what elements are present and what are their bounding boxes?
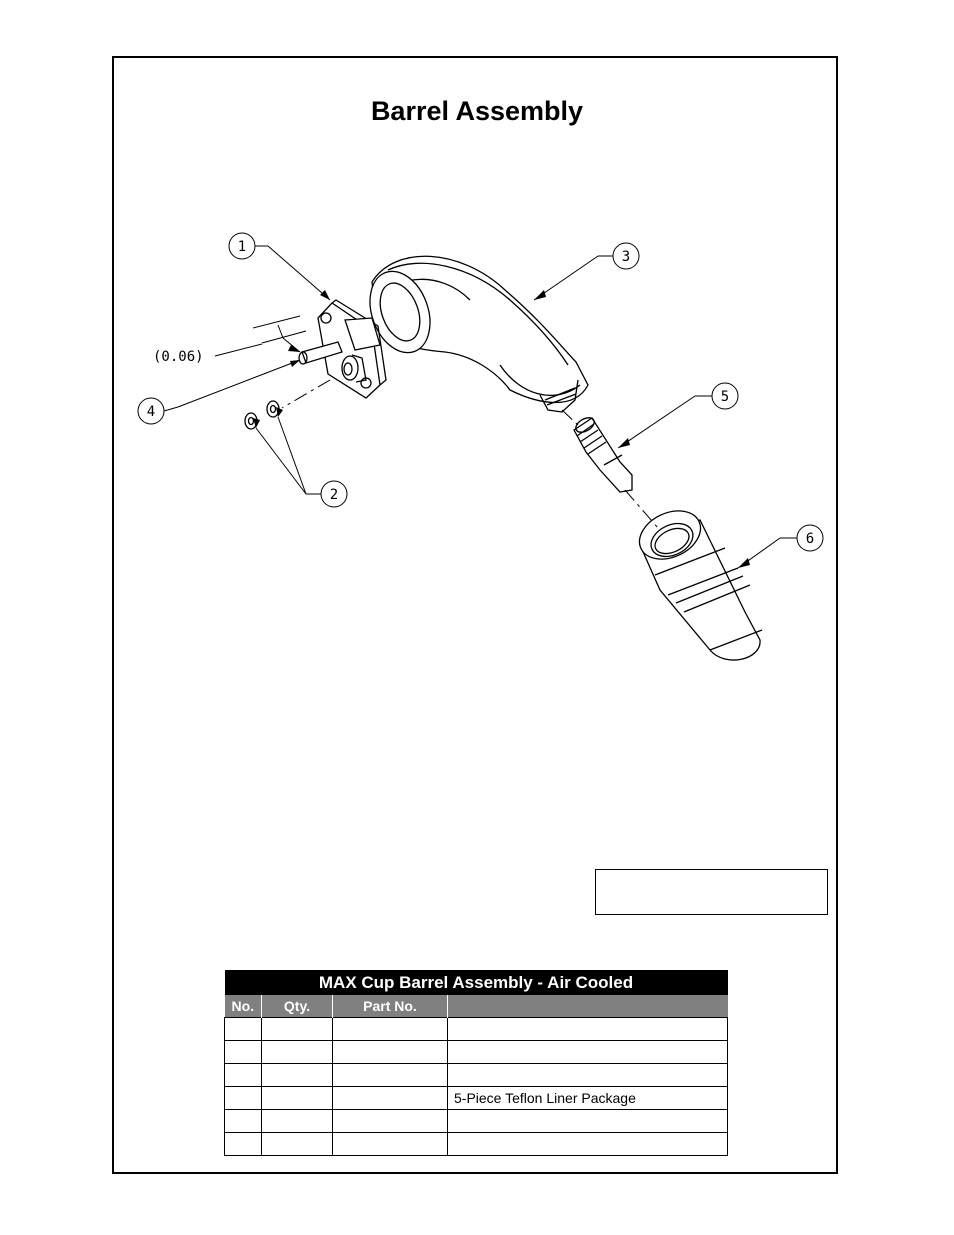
leader-arrowheads (253, 290, 750, 568)
header-qty: Qty. (261, 995, 333, 1018)
cell-part-no (332, 1109, 448, 1133)
balloon-5: 5 (721, 389, 729, 405)
header-no: No. (224, 995, 262, 1018)
note-box (595, 869, 828, 915)
header-description (447, 995, 728, 1018)
balloon-6: 6 (806, 531, 814, 547)
tip-adapter (573, 417, 633, 493)
cell-qty (261, 1040, 333, 1064)
table-row (224, 1063, 728, 1087)
cell-description (447, 1017, 728, 1041)
cell-part-no (332, 1017, 448, 1041)
cell-description (447, 1109, 728, 1133)
cell-part-no (332, 1086, 448, 1110)
dimension-label: (0.06) (153, 349, 204, 365)
cell-no (224, 1132, 262, 1156)
table-row (224, 1132, 728, 1156)
stud-pin (298, 341, 367, 383)
cell-qty (261, 1132, 333, 1156)
balloon-numbers: 1 2 3 4 5 6 (147, 239, 814, 547)
centerlines (281, 379, 659, 529)
cell-qty (261, 1017, 333, 1041)
cell-no (224, 1109, 262, 1133)
dimension-0-06: (0.06) (153, 315, 307, 365)
cell-description (447, 1040, 728, 1064)
cell-no (224, 1063, 262, 1087)
balloon-4: 4 (147, 404, 155, 420)
cell-part-no (332, 1063, 448, 1087)
header-part-no: Part No. (332, 995, 448, 1018)
cell-no (224, 1017, 262, 1041)
cell-qty (261, 1063, 333, 1087)
cell-description (447, 1132, 728, 1156)
cell-part-no (332, 1040, 448, 1064)
balloon-2: 2 (330, 487, 338, 503)
table-row (224, 1040, 728, 1064)
cell-part-no (332, 1132, 448, 1156)
washers (244, 400, 280, 430)
cell-qty (261, 1086, 333, 1110)
table-row (224, 1109, 728, 1133)
table-row (224, 1017, 728, 1041)
table-row: 5-Piece Teflon Liner Package (224, 1086, 728, 1110)
page-border (112, 56, 838, 1174)
parts-table: MAX Cup Barrel Assembly - Air Cooled No.… (224, 970, 728, 1156)
cell-no (224, 1086, 262, 1110)
page-title: Barrel Assembly (370, 96, 584, 126)
table-caption: MAX Cup Barrel Assembly - Air Cooled (224, 970, 728, 995)
cell-no (224, 1040, 262, 1064)
balloon-1: 1 (238, 239, 246, 255)
barrel-gooseneck (369, 255, 589, 413)
balloon-3: 3 (622, 249, 630, 265)
cell-description: 5-Piece Teflon Liner Package (447, 1086, 728, 1110)
cell-description (447, 1063, 728, 1087)
nozzle-cup (638, 510, 763, 661)
cell-qty (261, 1109, 333, 1133)
